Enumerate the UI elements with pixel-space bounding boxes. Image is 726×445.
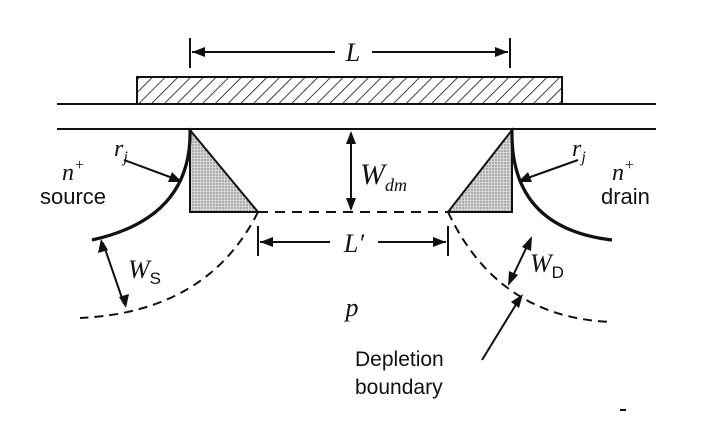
drain-depletion-boundary <box>447 211 613 323</box>
gate-electrode <box>136 76 563 105</box>
label-L-prime: L′ <box>343 229 364 258</box>
svg-text:WD: WD <box>530 249 564 282</box>
junction-radius-left: rj <box>114 136 182 182</box>
svg-text:rj: rj <box>114 136 128 166</box>
label-source: source <box>40 184 106 209</box>
effective-length-dimension: L′ <box>257 226 449 258</box>
drain-junction-boundary <box>510 129 613 242</box>
label-n-plus-source: n+ <box>62 157 85 186</box>
source-junction-boundary <box>91 129 192 242</box>
channel-length-dimension: L <box>189 38 511 68</box>
label-W-dm: Wdm <box>360 158 407 195</box>
source-charge-triangle <box>189 127 261 213</box>
junction-radius-right: rj <box>518 136 586 182</box>
depletion-boundary-callout: Depletion boundary <box>355 294 523 399</box>
label-drain: drain <box>601 184 650 209</box>
source-depletion-boundary <box>79 211 259 319</box>
drain-charge-triangle <box>445 127 513 213</box>
svg-text:Depletion: Depletion <box>355 348 444 371</box>
label-p-substrate: p <box>344 293 359 322</box>
svg-text:boundary: boundary <box>355 376 443 399</box>
depletion-width-dimension: Wdm <box>346 131 407 211</box>
source-depletion-width: WS <box>98 239 161 308</box>
drain-depletion-width: WD <box>508 236 564 286</box>
label-L: L <box>345 38 360 67</box>
svg-text:WS: WS <box>128 255 161 288</box>
label-n-plus-drain: n+ <box>612 157 635 186</box>
svg-text:rj: rj <box>572 136 586 166</box>
